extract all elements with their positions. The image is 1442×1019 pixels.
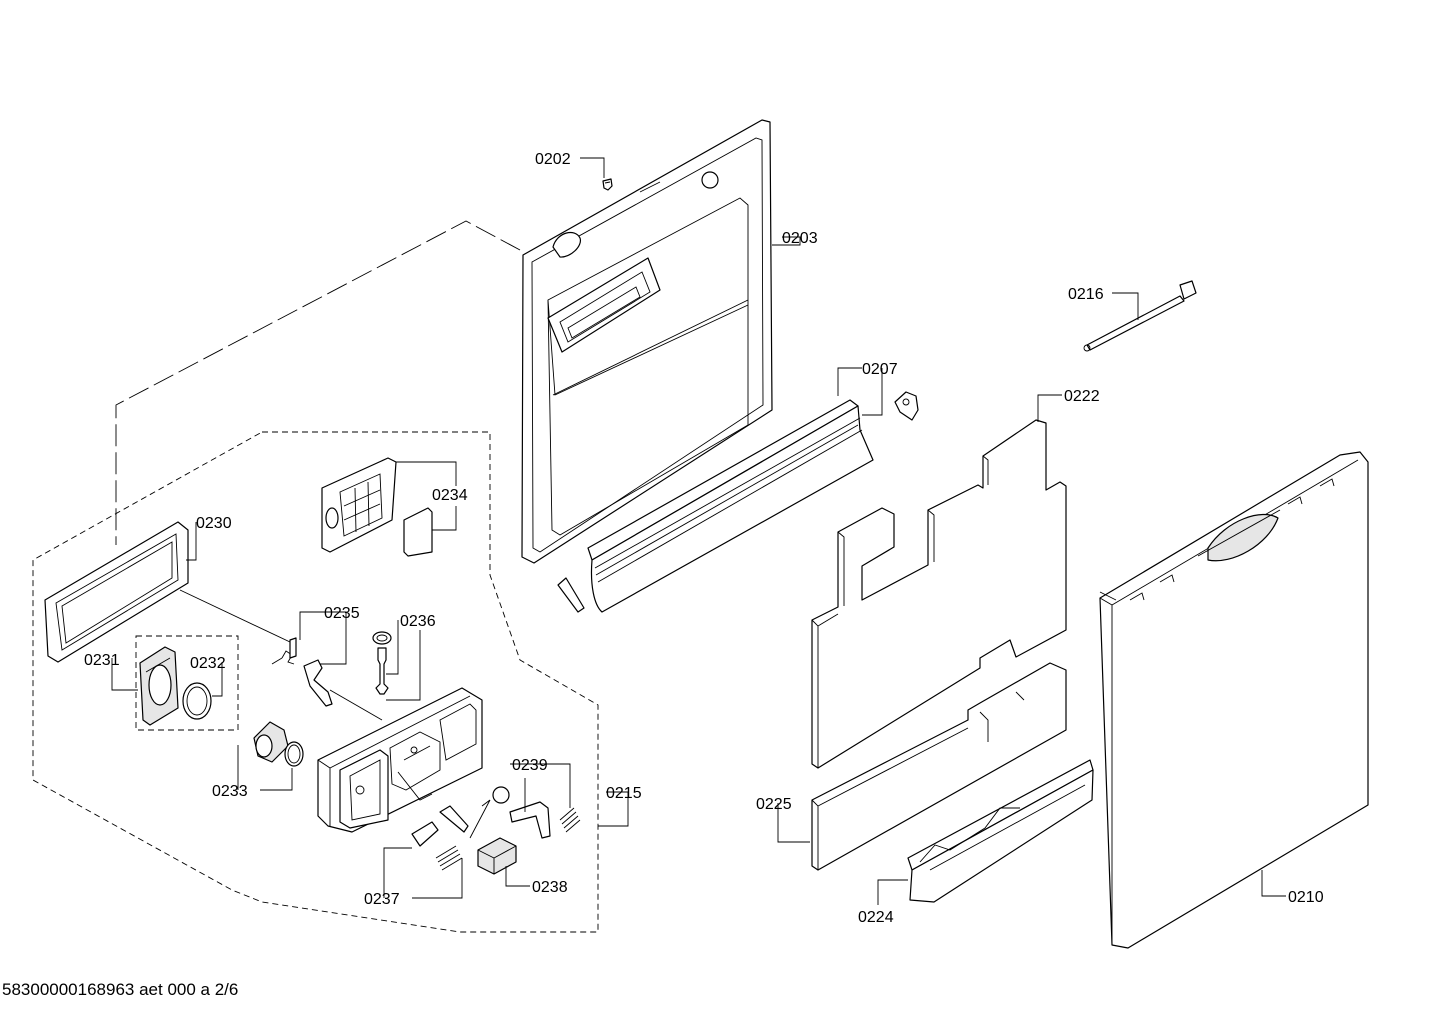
leader-0239 (510, 763, 571, 812)
label-0234: 0234 (432, 487, 468, 504)
door-trim-strip (557, 399, 874, 613)
label-0225: 0225 (756, 796, 792, 813)
leader-0235 (299, 611, 347, 665)
dispenser-cap (139, 646, 179, 726)
label-0216: 0216 (1068, 286, 1104, 303)
solenoid-actuator (477, 837, 517, 875)
dispenser-housing (317, 687, 483, 833)
label-0236: 0236 (400, 613, 436, 630)
screw-part (602, 178, 613, 191)
assembly-outline-control-module (32, 431, 599, 933)
label-0239: 0239 (512, 757, 548, 774)
leader-0231 (111, 658, 138, 691)
label-0207: 0207 (862, 361, 898, 378)
leader-0222 (1037, 394, 1062, 422)
valve-float (372, 631, 392, 695)
leader-0215 (598, 791, 629, 827)
label-0238: 0238 (532, 879, 568, 896)
label-0235: 0235 (324, 605, 360, 622)
document-reference-footer: 58300000168963 aet 000 a 2/6 (2, 980, 239, 999)
leader-0203 (772, 236, 801, 246)
rinse-aid-cap (253, 721, 304, 767)
label-0224: 0224 (858, 909, 894, 926)
leader-0207 (837, 367, 883, 416)
leader-0237 (383, 847, 463, 899)
leader-0232 (212, 662, 223, 697)
insulation-mat-upper (811, 419, 1067, 769)
label-0237: 0237 (364, 891, 400, 908)
leader-0234 (396, 461, 457, 531)
spring-and-lever (271, 637, 333, 707)
leader-0225 (777, 803, 810, 843)
label-0222: 0222 (1064, 388, 1100, 405)
label-0202: 0202 (535, 151, 571, 168)
cable-tie (1083, 280, 1197, 352)
assembly-outline-inner-door (115, 220, 521, 545)
label-0230: 0230 (196, 515, 232, 532)
leader-0238 (505, 866, 530, 887)
pin-spring-ball-set (469, 786, 581, 839)
label-0233: 0233 (212, 783, 248, 800)
label-0232: 0232 (190, 655, 226, 672)
leader-0216 (1112, 292, 1139, 320)
label-0215: 0215 (606, 785, 642, 802)
leader-0202 (580, 157, 605, 178)
insulation-mat-lower (811, 662, 1067, 871)
label-0231: 0231 (84, 652, 120, 669)
leader-0233 (237, 745, 293, 791)
leader-0236 (386, 620, 421, 701)
alignment-line (179, 589, 291, 643)
release-lever-and-spring (411, 805, 469, 871)
filter-cover (321, 457, 433, 557)
assembly-outline-dispenser-cap (135, 635, 239, 731)
leader-0224 (877, 879, 908, 905)
leader-0230 (186, 522, 197, 561)
outer-door-panel (1099, 451, 1369, 949)
door-handle-strip (907, 759, 1094, 903)
label-0203: 0203 (782, 230, 818, 247)
label-0210: 0210 (1288, 889, 1324, 906)
alignment-line (329, 689, 383, 721)
inner-door-panel (521, 119, 773, 564)
o-ring-large (182, 682, 212, 720)
hinge-bracket (894, 391, 919, 421)
dispenser-gasket-frame (44, 521, 189, 663)
leader-0210 (1261, 870, 1286, 897)
